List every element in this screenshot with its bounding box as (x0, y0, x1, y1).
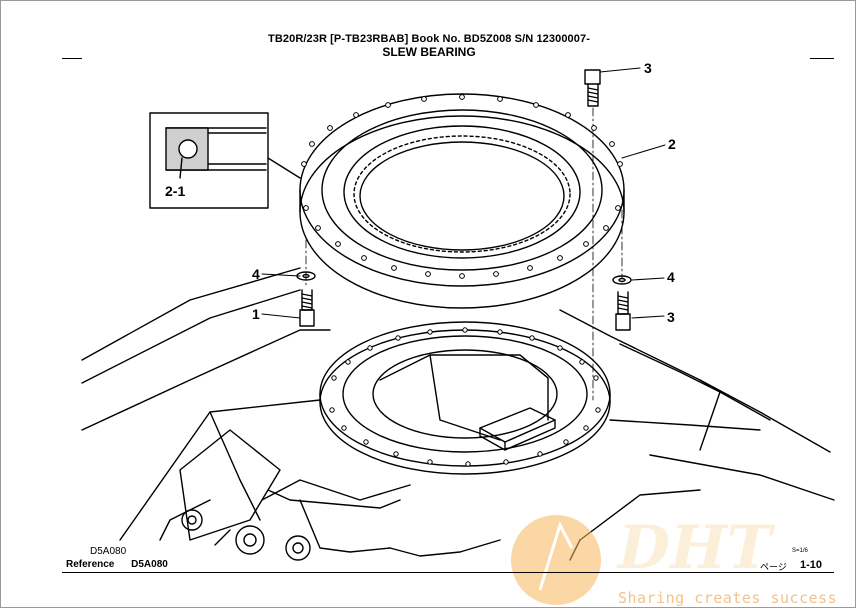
section-title: SLEW BEARING (382, 45, 476, 59)
callout-2: 2 (668, 136, 676, 152)
scale-note: S=1/6 (792, 548, 808, 554)
callout-3-top: 3 (644, 60, 652, 76)
title-rule-right (810, 58, 834, 59)
callout-4-right: 4 (667, 269, 675, 285)
watermark-logo: DHT (511, 513, 776, 605)
watermark-logo-text: DHT (616, 513, 776, 583)
document-title: TB20R/23R [P-TB23RBAB] Book No. BD5Z008 … (268, 33, 590, 45)
reference-label: Reference (66, 559, 115, 570)
callout-1: 1 (252, 306, 260, 322)
title-rule-left (62, 58, 82, 59)
callout-3-right: 3 (667, 309, 675, 325)
callout-2-1: 2-1 (165, 183, 186, 199)
reference-row: Reference D5A080 (66, 559, 182, 570)
reference-code: D5A080 (131, 559, 168, 570)
callout-4-left: 4 (252, 266, 260, 282)
diagram-code: D5A080 (90, 546, 127, 557)
page-label: ページ (760, 562, 787, 572)
page-number: 1-10 (800, 559, 823, 571)
footer-rule (62, 572, 834, 573)
watermark-slogan: Sharing creates success (618, 589, 838, 607)
